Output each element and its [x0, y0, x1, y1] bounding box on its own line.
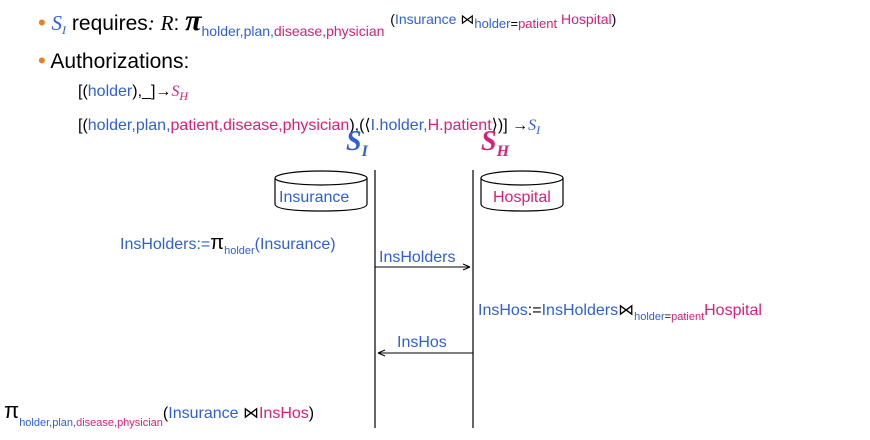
server-sh-label: SH [481, 126, 510, 160]
step-final-projection: πholder,plan,disease,physician(Insurance… [4, 398, 315, 429]
projection-attributes: holder,plan,disease,physician [201, 23, 385, 39]
step-inshos: InsHos:=InsHolders⋈holder=patientHospita… [478, 302, 762, 323]
bullet-icon: • [38, 10, 46, 35]
server-sh-ref: SH [171, 83, 189, 103]
projection-symbol: π [185, 4, 202, 37]
authorizations-heading: • Authorizations: [38, 48, 190, 73]
db-insurance-label: Insurance [279, 189, 350, 206]
step-insholders: InsHolders:=πholder(Insurance) [120, 232, 336, 257]
server-si-label: SI [346, 126, 368, 160]
relation-r: R [160, 11, 174, 35]
database-icon-insurance [274, 170, 368, 212]
db-hospital-label: Hospital [493, 189, 551, 206]
database-icon-hospital [480, 170, 564, 212]
join-expression: (Insurance ⋈holder=patient Hospital) [390, 11, 617, 31]
bullet-icon: • [38, 48, 46, 73]
message-label-2: InsHos [397, 334, 447, 351]
requirement-line: • SI requires: R: πholder,plan,disease,p… [38, 4, 617, 39]
authorization-2: [(holder,plan,patient,disease,physician)… [78, 117, 541, 137]
server-si-ref: SI [528, 117, 541, 137]
requires-word: requires [71, 12, 148, 35]
server-si-ref: SI [51, 11, 67, 37]
message-label-1: InsHolders [379, 249, 456, 266]
authorization-1: [(holder),_]→SH [78, 83, 189, 103]
